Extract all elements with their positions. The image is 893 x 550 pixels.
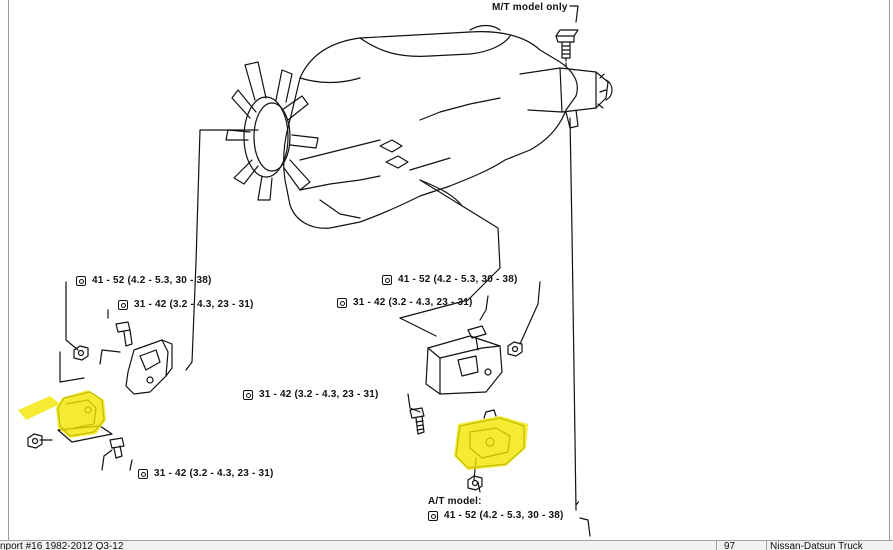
torque-spec-upper-left: 41 - 52 (4.2 - 5.3, 30 - 38): [76, 275, 212, 286]
torque-spec-right-bolt: 31 - 42 (3.2 - 4.3, 23 - 31): [337, 297, 473, 308]
nut-torque-icon: [138, 468, 148, 479]
torque-spec-left-bolt: 31 - 42 (3.2 - 4.3, 23 - 31): [118, 299, 254, 310]
status-page-number: 97: [724, 541, 736, 550]
nut-torque-icon: [243, 389, 253, 400]
nut-torque-icon: [337, 297, 347, 308]
nut-torque-icon: [382, 274, 392, 285]
nut-torque-icon: [428, 510, 438, 521]
nut-torque-icon: [118, 299, 128, 310]
at-model-label: A/T model:: [428, 496, 482, 507]
torque-spec-upper-right: 41 - 52 (4.2 - 5.3, 30 - 38): [382, 274, 518, 285]
status-bar: nport #16 1982-2012 Q3-12 97 Nissan-Dats…: [0, 540, 893, 550]
left-mount-assembly: [27, 321, 173, 459]
status-source: nport #16 1982-2012 Q3-12: [0, 541, 124, 550]
page-right-edge: [889, 0, 890, 540]
status-title: Nissan-Datsun Truck: [770, 541, 863, 550]
nut-torque-icon: [76, 275, 86, 286]
torque-spec-lower-left: 31 - 42 (3.2 - 4.3, 23 - 31): [138, 468, 274, 479]
status-separator: [716, 541, 717, 550]
leader-lines: [39, 5, 591, 537]
mt-bolt: [555, 29, 579, 67]
highlight-marks: [18, 390, 528, 470]
left-arrow-highlight: [18, 396, 60, 420]
torque-spec-at-model: 41 - 52 (4.2 - 5.3, 30 - 38): [428, 510, 564, 521]
right-insulator-highlight: [454, 416, 528, 470]
left-insulator-highlight: [56, 390, 106, 438]
engine-block: [283, 24, 578, 229]
transmission: [519, 67, 613, 129]
torque-spec-mid-right: 31 - 42 (3.2 - 4.3, 23 - 31): [243, 389, 379, 400]
mt-model-label: M/T model only: [492, 2, 568, 13]
page-left-edge: [8, 0, 9, 540]
cooling-fan: [225, 61, 319, 201]
status-separator: [766, 541, 767, 550]
